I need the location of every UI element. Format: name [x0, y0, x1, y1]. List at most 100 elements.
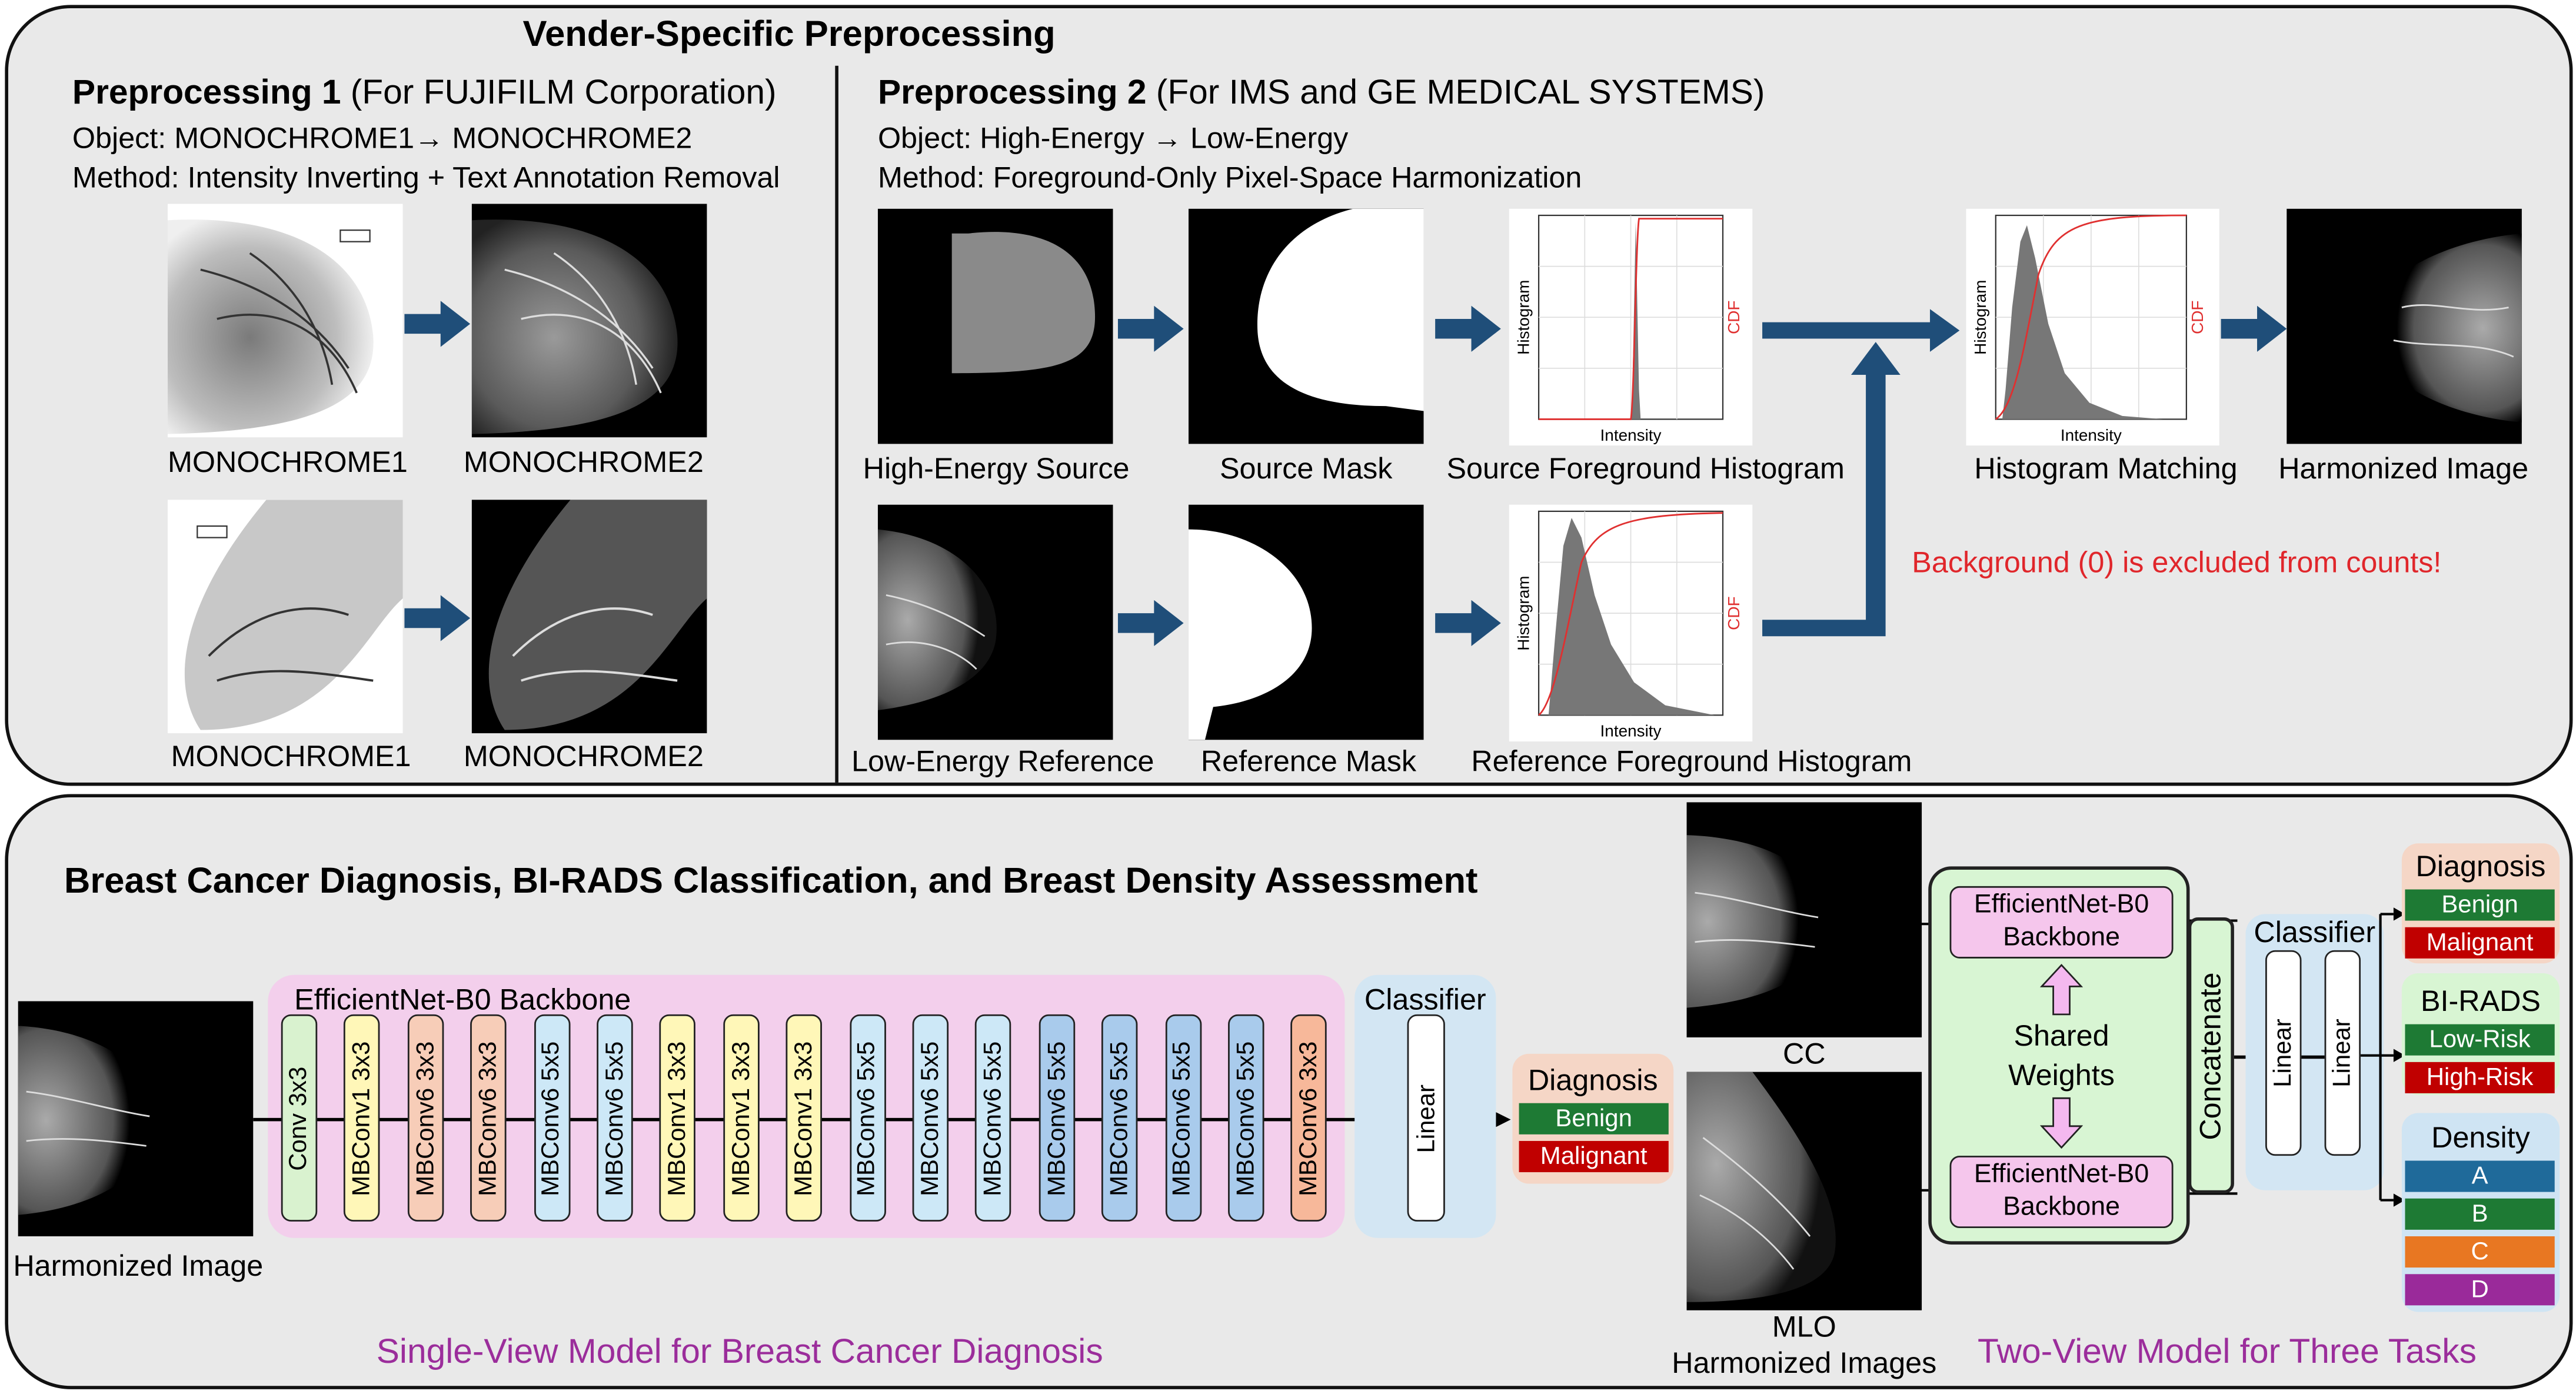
source-mask-image	[1188, 208, 1424, 444]
cc-label: CC	[1782, 1037, 1826, 1070]
reference-mask-label: Reference Mask	[1200, 744, 1417, 778]
effnet-bottom-line2: Backbone	[2003, 1193, 2120, 1222]
prep2-heading-bold: Preprocessing 2	[877, 74, 1147, 112]
matched-histogram: Intensity Histogram CDF	[1966, 208, 2219, 446]
two-view-classifier-label: Classifier	[2254, 916, 2376, 949]
malignant-label-two: Malignant	[2405, 927, 2555, 959]
mlo-image	[1686, 1072, 1922, 1310]
layer-block: Conv 3x3	[281, 1014, 318, 1222]
mono1-image-2	[167, 500, 403, 734]
linear-block: Linear	[1407, 1014, 1445, 1222]
two-view-linear-1: Linear	[2265, 950, 2302, 1156]
single-view-caption: Single-View Model for Breast Cancer Diag…	[376, 1333, 1103, 1372]
matched-hist-cdf: CDF	[2188, 301, 2206, 334]
density-d-label: D	[2405, 1274, 2555, 1306]
benign-label-two: Benign	[2405, 889, 2555, 921]
arrow-right-icon	[404, 595, 471, 641]
effnet-top-block	[1949, 886, 2174, 959]
reference-hist-label: Reference Foreground Histogram	[1471, 744, 1912, 778]
source-mask-label: Source Mask	[1219, 452, 1393, 485]
high-energy-image	[877, 208, 1113, 444]
density-c-label: C	[2405, 1236, 2555, 1268]
diagnosis-title-single: Diagnosis	[1527, 1063, 1658, 1097]
linear-label: Linear	[1412, 1083, 1440, 1153]
output-fanout	[2361, 907, 2405, 1207]
hist-matching-label: Histogram Matching	[1974, 452, 2238, 485]
reference-hist-ylabel: Histogram	[1514, 576, 1532, 651]
prep1-method: Method: Intensity Inverting + Text Annot…	[72, 161, 780, 194]
two-view-caption: Two-View Model for Three Tasks	[1978, 1333, 2477, 1372]
arrow-right-icon	[1117, 600, 1184, 647]
layer-block: MBConv1 3x3	[723, 1014, 760, 1222]
layer-block: MBConv6 3x3	[407, 1014, 444, 1222]
input-image-label: Harmonized Image	[13, 1249, 264, 1283]
shared-line2: Weights	[2008, 1059, 2115, 1092]
layer-label: MBConv6 5x5	[601, 1040, 629, 1196]
layer-block: MBConv6 5x5	[1039, 1014, 1075, 1222]
layer-block: MBConv6 5x5	[912, 1014, 949, 1222]
prep2-heading-rest: (For IMS and GE MEDICAL SYSTEMS)	[1146, 74, 1765, 112]
layer-label: MBConv6 5x5	[537, 1040, 566, 1196]
two-view-linear-2-label: Linear	[2328, 1019, 2357, 1087]
source-hist-cdf: CDF	[1725, 301, 1743, 334]
layer-block: MBConv1 3x3	[786, 1014, 823, 1222]
linear-link	[2301, 1055, 2325, 1058]
arrow-right-icon	[1435, 305, 1501, 352]
low-energy-image	[877, 504, 1113, 740]
high-energy-label: High-Energy Source	[863, 452, 1130, 485]
layer-label: MBConv6 5x5	[916, 1040, 945, 1196]
low-risk-label: Low-Risk	[2405, 1024, 2555, 1056]
layer-block: MBConv6 5x5	[597, 1014, 633, 1222]
mono1-image-1	[167, 204, 403, 438]
layer-block: MBConv6 5x5	[975, 1014, 1012, 1222]
row1-right-label: MONOCHROME2	[463, 445, 704, 479]
arrow-right-icon	[1435, 600, 1501, 647]
source-hist-label: Source Foreground Histogram	[1446, 452, 1845, 485]
prep2-heading: Preprocessing 2 (For IMS and GE MEDICAL …	[878, 76, 1765, 111]
reference-mask-image	[1188, 504, 1424, 740]
layer-label: MBConv6 3x3	[411, 1040, 440, 1196]
two-view-linear-2: Linear	[2324, 950, 2361, 1156]
birads-title: BI-RADS	[2420, 984, 2541, 1018]
layer-label: MBConv6 5x5	[1043, 1040, 1071, 1196]
prep1-heading-rest: (For FUJIFILM Corporation)	[341, 74, 777, 112]
backbone-label: EfficientNet-B0 Backbone	[294, 983, 631, 1016]
matched-hist-ylabel: Histogram	[1971, 280, 1989, 355]
source-histogram: Intensity Histogram CDF	[1509, 208, 1753, 446]
prep1-heading-bold: Preprocessing 1	[72, 74, 341, 112]
arrow-right-icon	[404, 301, 471, 347]
density-title: Density	[2431, 1121, 2530, 1155]
shared-line1: Shared	[2013, 1019, 2109, 1053]
models-title: Breast Cancer Diagnosis, BI-RADS Classif…	[64, 860, 1478, 901]
row2-left-label: MONOCHROME1	[171, 740, 411, 773]
layer-block: MBConv6 3x3	[1291, 1014, 1327, 1222]
concatenate-block: Concatenate	[2188, 917, 2234, 1194]
layer-block: MBConv6 5x5	[1101, 1014, 1138, 1222]
matched-hist-xlabel: Intensity	[2061, 426, 2122, 444]
prep1-heading: Preprocessing 1 (For FUJIFILM Corporatio…	[72, 76, 777, 111]
concatenate-label: Concatenate	[2194, 972, 2227, 1140]
flow-arrowhead	[1491, 1109, 1511, 1130]
shared-weights-arrow-down-icon	[2040, 1097, 2083, 1149]
layer-block: MBConv6 5x5	[849, 1014, 886, 1222]
arrow-right-icon	[1117, 305, 1184, 352]
layer-label: MBConv1 3x3	[790, 1040, 818, 1196]
layer-block: MBConv6 5x5	[1164, 1014, 1202, 1222]
layer-block: MBConv1 3x3	[344, 1014, 381, 1222]
layer-label: MBConv1 3x3	[664, 1040, 692, 1196]
layer-block: MBConv6 3x3	[470, 1014, 507, 1222]
prep2-method: Method: Foreground-Only Pixel-Space Harm…	[877, 161, 1582, 194]
background-note: Background (0) is excluded from counts!	[1912, 545, 2442, 579]
row2-right-label: MONOCHROME2	[463, 740, 704, 773]
prep1-object: Object: MONOCHROME1→ MONOCHROME2	[72, 121, 693, 155]
cc-image	[1686, 802, 1922, 1037]
layer-label: MBConv6 5x5	[1232, 1040, 1260, 1196]
malignant-label-single: Malignant	[1519, 1140, 1669, 1173]
low-energy-label: Low-Energy Reference	[851, 744, 1154, 778]
layer-label: MBConv6 5x5	[853, 1040, 881, 1196]
layer-label: MBConv6 5x5	[1169, 1040, 1197, 1196]
layer-block: MBConv6 5x5	[1228, 1014, 1264, 1222]
layer-label: MBConv6 3x3	[1295, 1040, 1323, 1196]
mlo-label: MLO	[1772, 1310, 1836, 1343]
two-view-linear-1-label: Linear	[2269, 1019, 2298, 1087]
